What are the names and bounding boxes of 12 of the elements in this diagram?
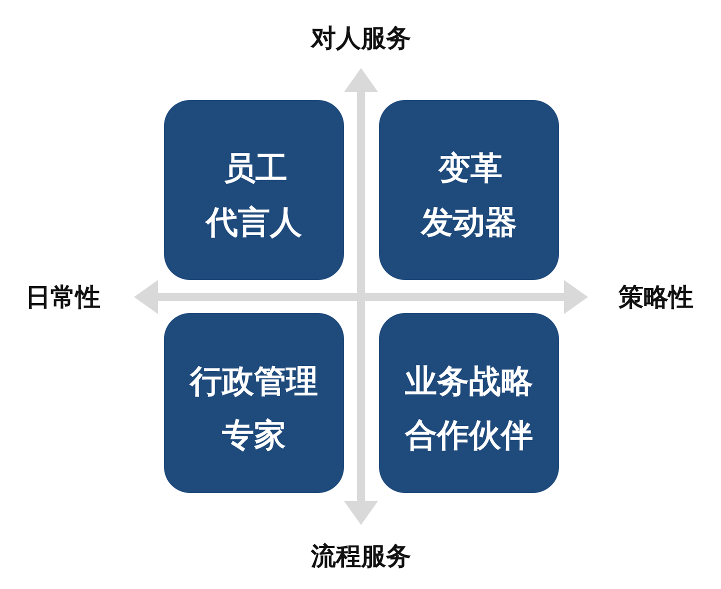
axis-label: 策略性 — [618, 282, 694, 314]
quadrant-box — [164, 100, 344, 280]
quadrant-title: 员工代言人 — [205, 148, 303, 243]
axis-label: 日常性 — [26, 282, 100, 314]
axis-label: 对人服务 — [311, 22, 411, 54]
quadrant-box — [164, 313, 344, 493]
quadrant-box — [379, 100, 559, 280]
quadrant-title: 行政管理专家 — [189, 360, 319, 456]
quadrant-title: 业务战略合作伙伴 — [404, 360, 534, 456]
quadrant-box — [379, 313, 559, 493]
quadrant-title: 变革发动器 — [420, 148, 518, 243]
axis-label: 流程服务 — [311, 540, 411, 572]
